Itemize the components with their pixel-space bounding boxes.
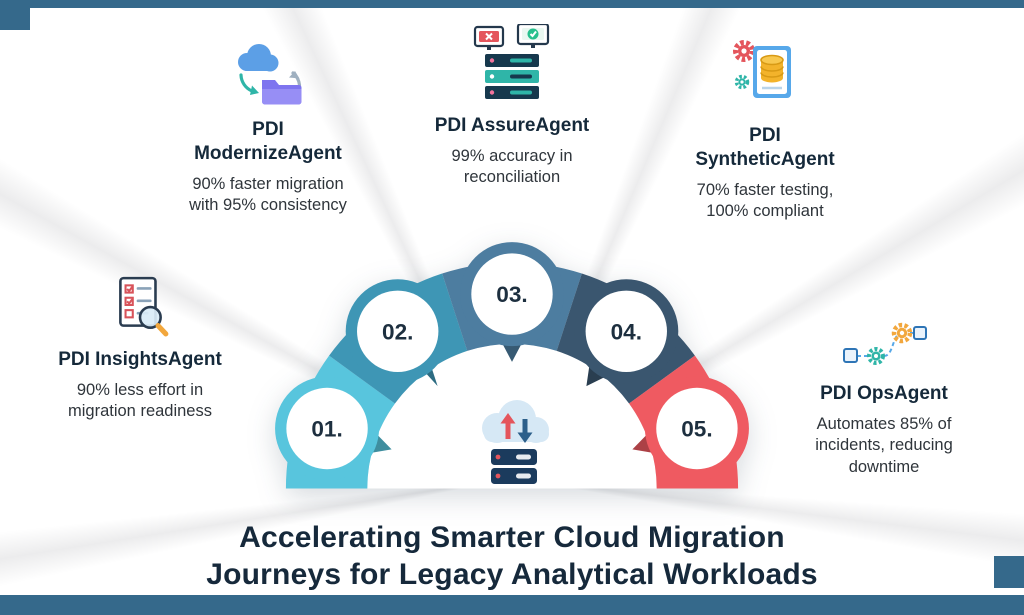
server-stack [485,54,539,99]
upload-arrow-icon [500,413,516,439]
main-title-line2: Journeys for Legacy Analytical Workloads [206,557,818,591]
teal-gear-icon [734,74,750,90]
cloud-shape [482,400,549,443]
download-arrow-icon [517,419,533,443]
red-gear-icon [733,40,755,62]
agent-name-synthetic: PDI SyntheticAgent [695,125,835,170]
workflow-node [843,348,858,363]
bottom-right-accent-square [994,556,1024,588]
node-05-inner [656,387,738,470]
main-title-line1: Accelerating Smarter Cloud Migration [239,521,785,554]
segment-number-01: 01. [311,417,342,442]
cloud-server-migration-icon [464,392,564,492]
workflow-automation-gears-icon [843,322,927,365]
workflow-node [913,326,927,340]
agent-name-modernize: PDI ModernizeAgent [194,119,342,164]
bottom-accent-bar [0,595,1024,615]
orange-gear-icon [891,322,913,344]
agent-name-ops: PDI OpsAgent [820,383,948,404]
node-03-inner [471,253,553,335]
agent-desc-synthetic: 70% faster testing, 100% compliant [696,180,834,220]
segment-number-03: 03. [496,282,527,307]
agent-card-synthetic: PDI SyntheticAgent 70% faster testing, 1… [648,38,882,222]
database-cylinder-icon [760,54,784,83]
segment-number-05: 05. [681,417,712,442]
segment-number-02: 02. [382,319,413,344]
sync-arrow-down [239,73,254,93]
agent-desc-insights: 90% less effort in migration readiness [68,380,212,421]
top-accent-bar [0,0,1024,8]
sync-arrow-up [291,71,302,87]
top-left-accent-square [0,0,30,30]
main-title: Accelerating Smarter Cloud Migration Jou… [0,520,1024,593]
agent-desc-assure: 99% accuracy in reconciliation [451,146,573,187]
node-01-inner [286,387,368,470]
agent-card-modernize: PDI ModernizeAgent 90% faster migration … [148,42,388,216]
folder-shape [262,80,302,105]
agent-desc-modernize: 90% faster migration with 95% consistenc… [189,174,347,214]
cloud-folder-sync-icon [238,44,302,105]
agent-card-ops: PDI OpsAgent Automates 85% of incidents,… [764,316,1004,478]
node-02-inner [357,290,439,372]
agent-card-assure: PDI AssureAgent 99% accuracy in reconcil… [388,24,636,189]
fail-monitor [473,25,505,50]
semicircle-diagram: 01. 02. 03. 04. 05. [275,242,749,489]
gear-database-document-icon [733,40,791,98]
agent-card-insights: PDI InsightsAgent 90% less effort in mig… [18,274,262,423]
monitors-validation-server-icon [473,24,550,99]
audit-checklist-magnifier-icon [119,276,169,337]
pass-monitor [516,24,550,48]
agent-name-insights: PDI InsightsAgent [58,349,222,370]
agent-name-assure: PDI AssureAgent [434,115,590,136]
agent-desc-ops: Automates 85% of incidents, reducing dow… [815,414,953,476]
node-04-inner [585,290,667,372]
cloud-shape [238,44,279,72]
teal-gear-icon [867,347,885,365]
segment-number-04: 04. [611,319,642,344]
server-stack [491,449,537,484]
